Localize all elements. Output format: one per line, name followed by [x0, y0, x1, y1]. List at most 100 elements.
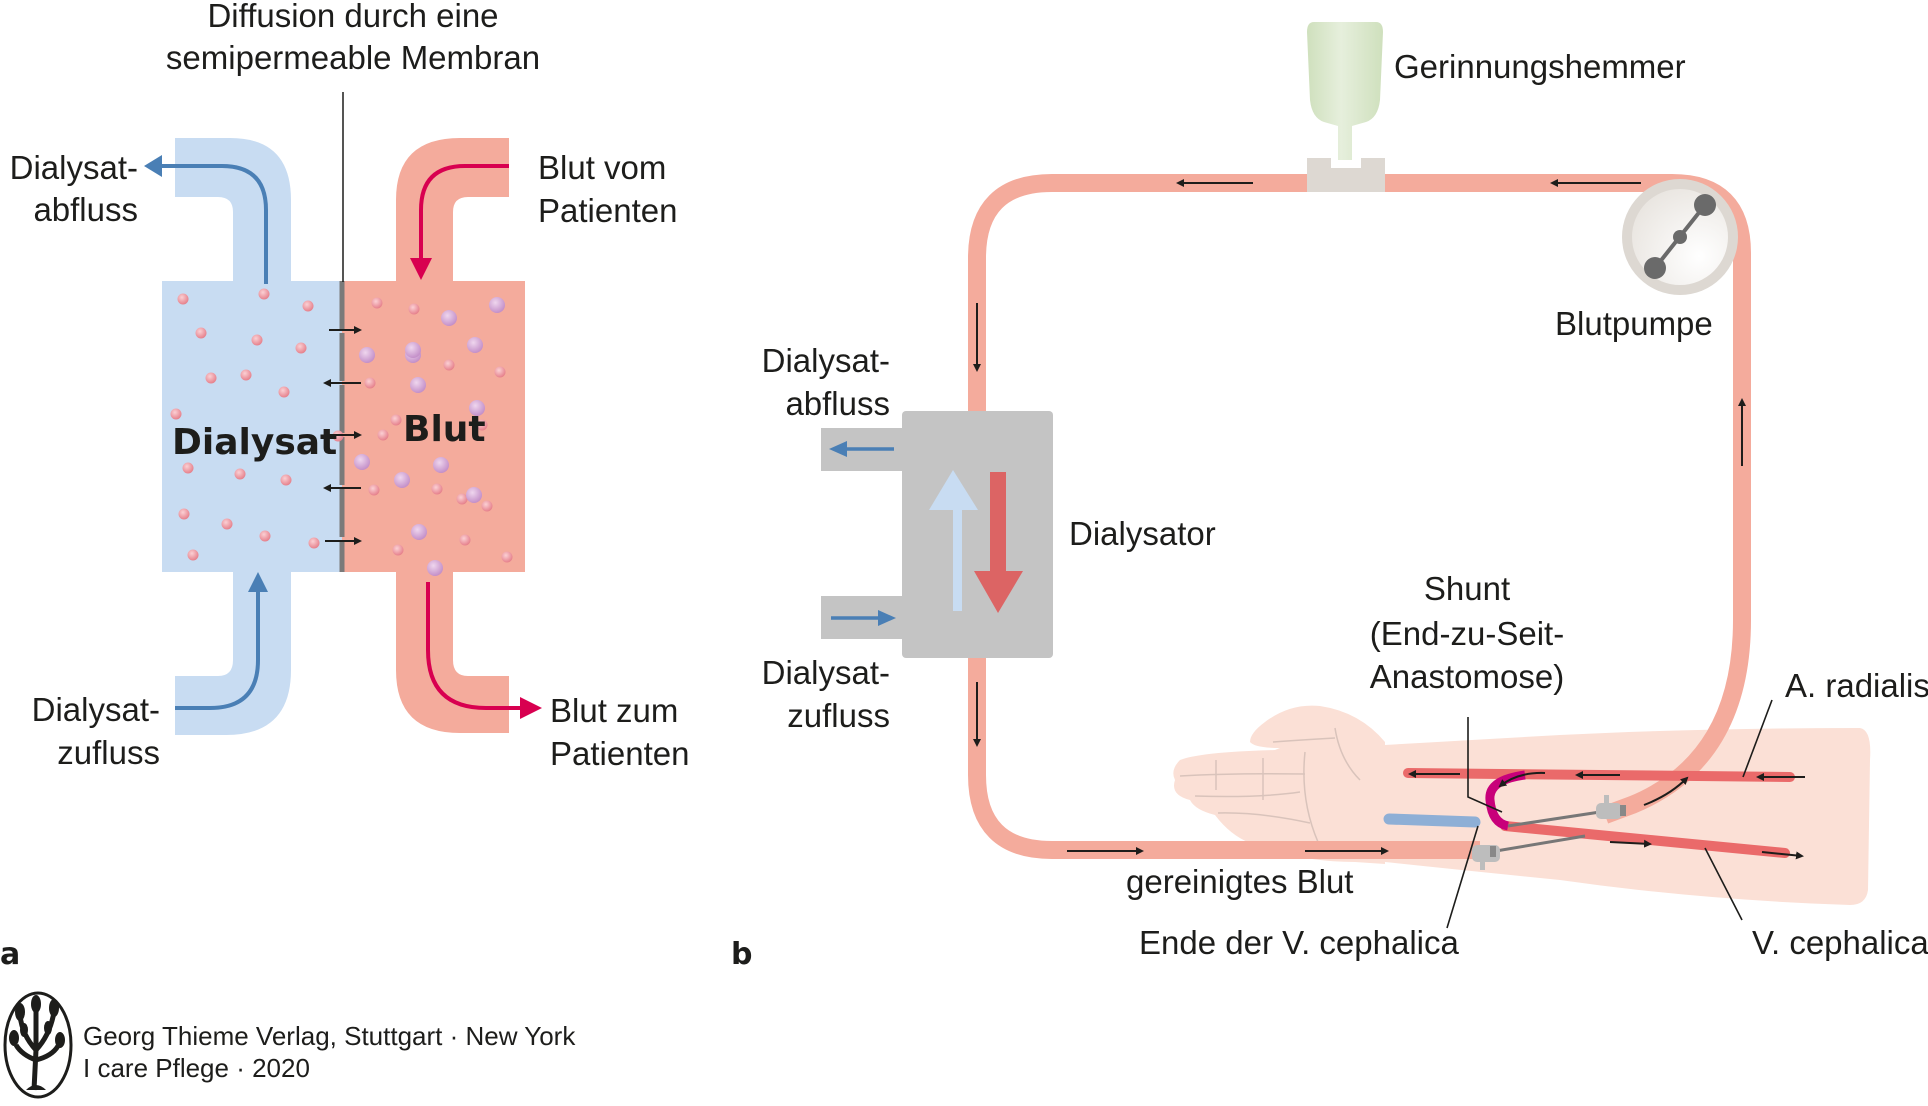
publisher-text: Georg Thieme Verlag, Stuttgart · New Yor…	[83, 1021, 576, 1051]
blood-cell-particle	[489, 297, 505, 313]
solute-particle	[308, 537, 320, 549]
dialysate-inflow-label-line2: zufluss	[787, 697, 890, 734]
blood-cell-particle	[433, 457, 449, 473]
solute-particle	[459, 534, 471, 546]
cephalic-vein-label: V. cephalica	[1752, 924, 1928, 961]
panel-letter-a: a	[0, 937, 20, 972]
arrow-head-icon	[520, 697, 542, 719]
arrow-head-icon	[410, 258, 432, 280]
cephalic-vein-end	[1383, 813, 1481, 828]
dialysate-outflow-label-line2: abfluss	[33, 191, 138, 228]
arrow-head-icon	[878, 610, 896, 626]
blood-from-patient-label-line2: Patienten	[538, 192, 677, 229]
blood-cell-particle	[410, 377, 426, 393]
solute-particle	[280, 474, 292, 486]
footer: Georg Thieme Verlag, Stuttgart · New Yor…	[3, 991, 576, 1099]
solute-particle	[278, 386, 290, 398]
solute-particle	[431, 483, 443, 495]
diffusion-arrows	[323, 326, 362, 545]
tree-logo-icon	[3, 991, 73, 1099]
blood-cell-particle	[411, 524, 427, 540]
blood-cell-particle	[441, 310, 457, 326]
arrow-head-icon	[144, 155, 162, 177]
dialysate-outflow-label-line2: abfluss	[785, 385, 890, 422]
cephalic-vein-end-label: Ende der V. cephalica	[1139, 924, 1459, 961]
solute-particle	[371, 297, 383, 309]
dialysate-outflow-label-line1: Dialysat-	[762, 342, 890, 379]
blood-cell-particle	[467, 337, 483, 353]
membrane-label-line2: semipermeable Membran	[166, 39, 540, 76]
blood-cell-particle	[427, 560, 443, 576]
blood-inflow-pipe	[396, 138, 509, 285]
radial-artery-label: A. radialis	[1785, 667, 1928, 704]
blood-cell-particle	[466, 487, 482, 503]
solute-particle	[187, 549, 199, 561]
shunt-label-line3: Anastomose)	[1370, 658, 1564, 695]
anticoagulant-bottle	[1307, 22, 1383, 160]
blood-pump-label: Blutpumpe	[1555, 305, 1713, 342]
solute-particle	[377, 429, 389, 441]
solute-particle	[205, 372, 217, 384]
panel-b: Gerinnungshemmer Blutpumpe Dialysator Di…	[731, 22, 1928, 972]
solute-particle	[195, 327, 207, 339]
blood-to-patient-label-line2: Patienten	[550, 735, 689, 772]
solute-particle	[443, 359, 455, 371]
particles	[170, 288, 513, 576]
dialysate-flow-up-arrow	[929, 470, 978, 611]
blood-outflow-pipe	[396, 570, 509, 733]
solute-particle	[456, 493, 468, 505]
shunt-label-line2: (End-zu-Seit-	[1370, 615, 1564, 652]
solute-particle	[392, 544, 404, 556]
solute-particle	[501, 551, 513, 563]
solute-particle	[221, 518, 233, 530]
membrane-label-line1: Diffusion durch eine	[207, 0, 498, 34]
solute-particle	[170, 408, 182, 420]
dialysate-inflow-label-line1: Dialysat-	[32, 691, 160, 728]
dialysate-outflow-pipe	[175, 138, 291, 285]
blood-to-patient-label-line1: Blut zum	[550, 692, 678, 729]
solute-particle	[390, 414, 402, 426]
dialysate-inflow-pipe	[175, 570, 291, 735]
cannulas	[1472, 795, 1626, 870]
solute-particle	[408, 303, 420, 315]
solute-particle	[240, 369, 252, 381]
blood-outflow-arrow	[426, 582, 520, 710]
arrow-head-icon	[248, 572, 268, 592]
solute-particle	[368, 484, 380, 496]
solute-particle	[481, 500, 493, 512]
blood-cell-particle	[359, 347, 375, 363]
dialysate-inflow-arrow	[175, 590, 260, 710]
pointer-lines	[1446, 699, 1773, 929]
shunt-label-line1: Shunt	[1424, 570, 1510, 607]
solute-particle	[182, 462, 194, 474]
dialysate-outflow-label-line1: Dialysat-	[10, 149, 138, 186]
solute-particle	[251, 334, 263, 346]
arrow-head-icon	[829, 441, 847, 457]
blood-cell-particle	[469, 400, 485, 416]
solute-particle	[177, 293, 189, 305]
solute-particle	[494, 366, 506, 378]
blood-flow-down-arrow	[974, 472, 1023, 613]
tube-flow-arrows	[973, 179, 1805, 860]
blood-cell-particle	[354, 454, 370, 470]
solute-particle	[476, 419, 488, 431]
solute-particle	[295, 342, 307, 354]
panel-letter-b: b	[731, 937, 752, 972]
cephalic-vein	[1500, 821, 1790, 858]
solute-particle	[259, 530, 271, 542]
solute-particle	[234, 468, 246, 480]
hand-creases	[1179, 727, 1361, 843]
solute-particle	[364, 377, 376, 389]
dialyzer-label: Dialysator	[1069, 515, 1216, 552]
dialysate-outflow-arrow	[158, 164, 268, 284]
purified-blood-label: gereinigtes Blut	[1126, 863, 1353, 900]
anticoagulant-label: Gerinnungshemmer	[1394, 48, 1686, 85]
book-text: I care Pflege · 2020	[83, 1053, 310, 1083]
solute-particle	[178, 508, 190, 520]
dialysate-chamber	[162, 281, 342, 572]
panel-a: Diffusion durch eine semipermeable Membr…	[0, 0, 689, 972]
dialysate-inflow-label-line1: Dialysat-	[762, 654, 890, 691]
blood-pump	[1622, 179, 1738, 295]
anticoagulant-connector	[1307, 158, 1385, 192]
